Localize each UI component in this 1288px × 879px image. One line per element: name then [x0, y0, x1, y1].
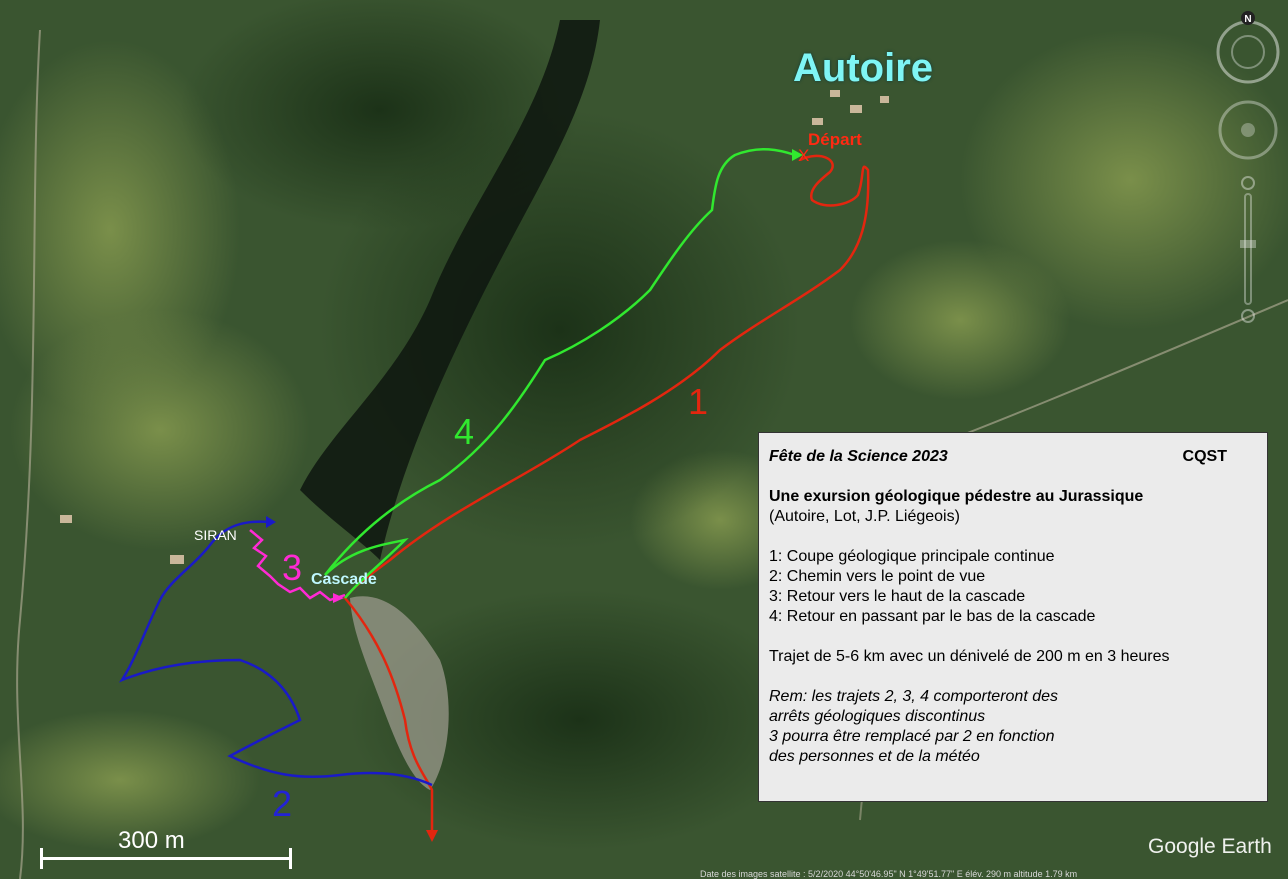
- route-4-arrow: [792, 149, 803, 161]
- scale-bar: [40, 848, 292, 869]
- scale-label: 300 m: [118, 827, 185, 854]
- remark-line: Rem: les trajets 2, 3, 4 comporteront de…: [769, 688, 1059, 705]
- imagery-credits: Date des images satellite : 5/2/2020 44°…: [700, 869, 1078, 879]
- organisation: CQST: [1182, 448, 1227, 465]
- legend-item: 2: Chemin vers le point de vue: [769, 568, 986, 585]
- route-2-arrow: [266, 516, 276, 528]
- start-marker: X: [798, 146, 810, 165]
- look-joystick-icon[interactable]: [1218, 100, 1278, 160]
- route-1-arrow: [426, 830, 438, 842]
- compass-icon[interactable]: N: [1216, 11, 1280, 84]
- remark-line: arrêts géologiques discontinus: [769, 708, 986, 725]
- waterfall-label: Cascade: [311, 571, 377, 588]
- route-3-arrow: [333, 593, 344, 603]
- google-earth-logo: Google Earth: [1148, 835, 1272, 858]
- event-name: Fête de la Science 2023: [769, 448, 948, 465]
- trip-summary: Trajet de 5-6 km avec un dénivelé de 200…: [769, 648, 1170, 665]
- remark-line: des personnes et de la météo: [769, 748, 980, 765]
- route-4-line[interactable]: [324, 148, 796, 599]
- route-3-number: 3: [282, 547, 303, 588]
- route-1-line[interactable]: [343, 154, 870, 832]
- excursion-subtitle: (Autoire, Lot, J.P. Liégeois): [769, 508, 960, 525]
- info-panel: Fête de la Science 2023 CQST Une exursio…: [758, 432, 1268, 802]
- navigation-controls[interactable]: N: [1212, 8, 1284, 338]
- route-4-number: 4: [454, 411, 475, 452]
- place-label-autoire: Autoire: [793, 46, 933, 90]
- start-label: Départ: [808, 130, 862, 149]
- route-2-line[interactable]: [118, 520, 433, 787]
- zoom-slider[interactable]: [1240, 176, 1256, 323]
- north-label: N: [1244, 14, 1251, 25]
- excursion-title: Une exursion géologique pédestre au Jura…: [769, 488, 1144, 505]
- legend-item: 1: Coupe géologique principale continue: [769, 548, 1055, 565]
- route-3-line[interactable]: [249, 529, 346, 602]
- legend-item: 4: Retour en passant par le bas de la ca…: [769, 608, 1096, 625]
- hamlet-label: SIRAN: [194, 527, 237, 543]
- route-2-number: 2: [272, 783, 293, 824]
- remark-line: 3 pourra être remplacé par 2 en fonction: [769, 728, 1055, 745]
- info-heading: Fête de la Science 2023 CQST: [769, 447, 1257, 467]
- legend-item: 3: Retour vers le haut de la cascade: [769, 588, 1026, 605]
- route-1-number: 1: [688, 381, 709, 422]
